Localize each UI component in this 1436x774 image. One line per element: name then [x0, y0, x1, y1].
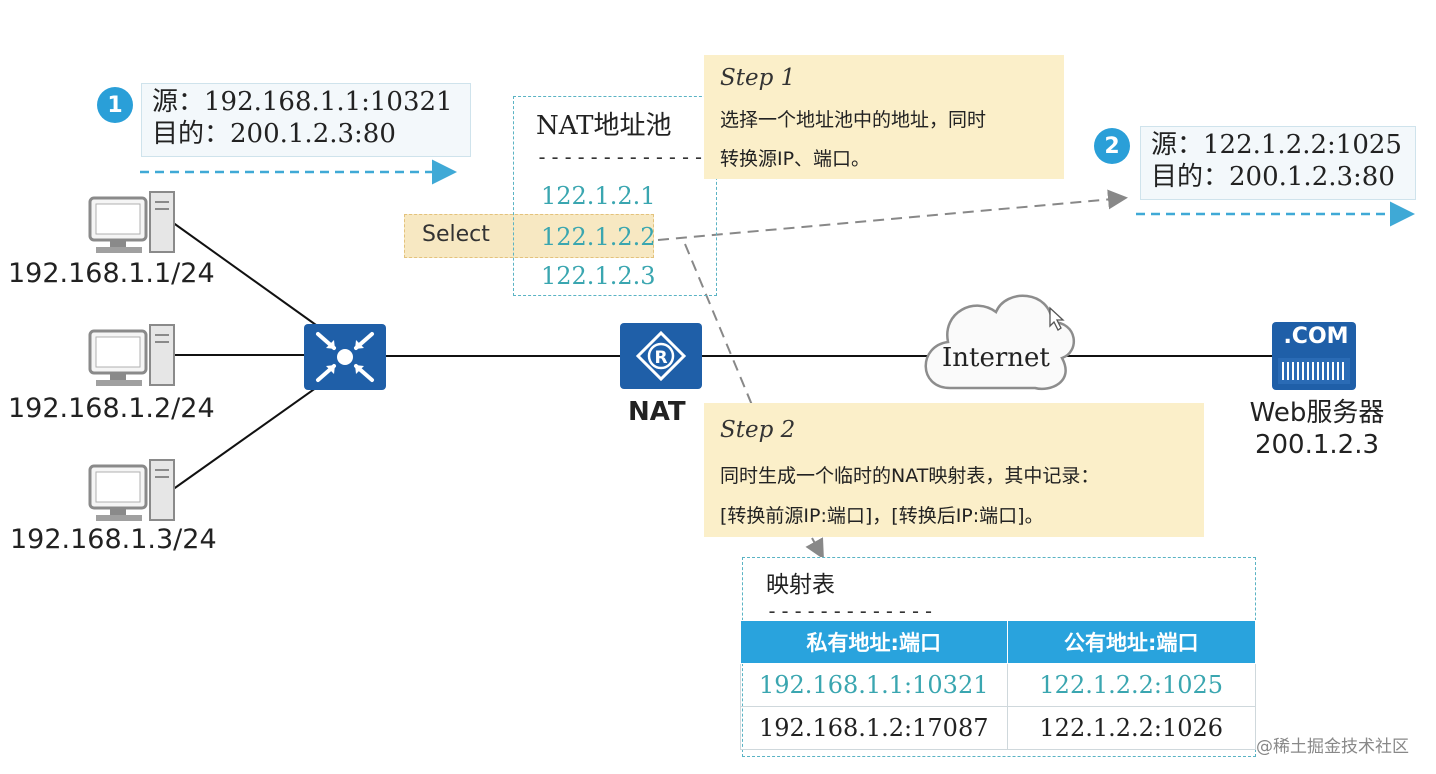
host-label: 192.168.1.2/24 — [8, 393, 215, 424]
step2-line: 同时生成一个临时的NAT映射表，其中记录： — [720, 465, 1100, 487]
step2-title: Step 2 — [720, 417, 796, 443]
packet2-source: 源：122.1.2.2:1025 — [1151, 130, 1402, 160]
step2-to-table-line — [805, 537, 824, 560]
server-icon[interactable] — [1272, 322, 1356, 390]
host-label: 192.168.1.3/24 — [10, 524, 217, 555]
cursor-icon — [1049, 306, 1065, 331]
step2-line: [转换前源IP:端口]，[转换后IP:端口]。 — [720, 505, 1044, 527]
server-ip: 200.1.2.3 — [1254, 430, 1380, 460]
table-cell: 192.168.1.1:10321 — [740, 663, 1008, 707]
select-to-step2-line — [684, 243, 753, 406]
step-number-badge: 1 — [97, 87, 133, 123]
packet2-destination: 目的：200.1.2.3:80 — [1151, 162, 1395, 192]
table-cell: 122.1.2.2:1025 — [1006, 663, 1256, 707]
separator: ------------- — [536, 145, 706, 169]
packet1-header: 源：192.168.1.1:10321 目的：200.1.2.3:80 — [141, 83, 471, 157]
table-row: 192.168.1.1:10321 122.1.2.2:1025 — [740, 663, 1256, 707]
pool-address[interactable]: 122.1.2.1 — [541, 182, 656, 210]
packet1-destination: 目的：200.1.2.3:80 — [152, 119, 396, 149]
step2-callout: Step 2 同时生成一个临时的NAT映射表，其中记录： [转换前源IP:端口]… — [704, 403, 1204, 537]
server-name: Web服务器 — [1249, 398, 1385, 428]
nat-address-pool — [513, 96, 717, 296]
table-cell: 192.168.1.2:17087 — [740, 706, 1008, 750]
pool-address[interactable]: 122.1.2.3 — [541, 262, 656, 290]
server-label: Web服务器 200.1.2.3 — [1232, 397, 1402, 461]
step1-line: 转换源IP、端口。 — [720, 148, 871, 170]
server-badge: .COM — [1283, 324, 1349, 349]
step-number-badge: 2 — [1094, 128, 1130, 164]
mapping-table: 私有地址:端口 公有地址:端口 192.168.1.1:10321 122.1.… — [740, 620, 1256, 750]
cloud-icon — [924, 294, 1076, 391]
select-highlight — [404, 214, 654, 258]
router-icon[interactable]: R — [620, 323, 702, 389]
step1-title: Step 1 — [720, 65, 796, 91]
switch-icon[interactable] — [304, 324, 386, 390]
pc-icon[interactable] — [88, 459, 175, 521]
watermark: @稀土掘金技术社区 — [1256, 737, 1409, 757]
host-label: 192.168.1.1/24 — [8, 258, 215, 289]
select-label: Select — [422, 222, 490, 247]
separator: ------------- — [766, 599, 936, 623]
packet1-source: 源：192.168.1.1:10321 — [152, 87, 453, 117]
step1-line: 选择一个地址池中的地址，同时 — [720, 109, 987, 131]
mapping-table-title: 映射表 — [766, 572, 835, 598]
packet2-header: 源：122.1.2.2:1025 目的：200.1.2.3:80 — [1140, 126, 1416, 200]
nat-pool-title: NAT地址池 — [536, 111, 672, 141]
step1-callout: Step 1 选择一个地址池中的地址，同时 转换源IP、端口。 — [704, 55, 1064, 179]
pool-address-selected[interactable]: 122.1.2.2 — [541, 223, 656, 251]
column-header-public: 公有地址:端口 — [1006, 620, 1256, 664]
pc-icon[interactable] — [88, 324, 175, 386]
internet-label: Internet — [942, 343, 1050, 373]
svg-text:R: R — [654, 348, 667, 368]
table-row: 192.168.1.2:17087 122.1.2.2:1026 — [740, 706, 1256, 750]
table-cell: 122.1.2.2:1026 — [1006, 706, 1256, 750]
nat-label: NAT — [628, 397, 686, 427]
pc-icon[interactable] — [88, 191, 175, 253]
column-header-private: 私有地址:端口 — [740, 620, 1008, 664]
select-to-packet2-line — [657, 189, 1128, 241]
